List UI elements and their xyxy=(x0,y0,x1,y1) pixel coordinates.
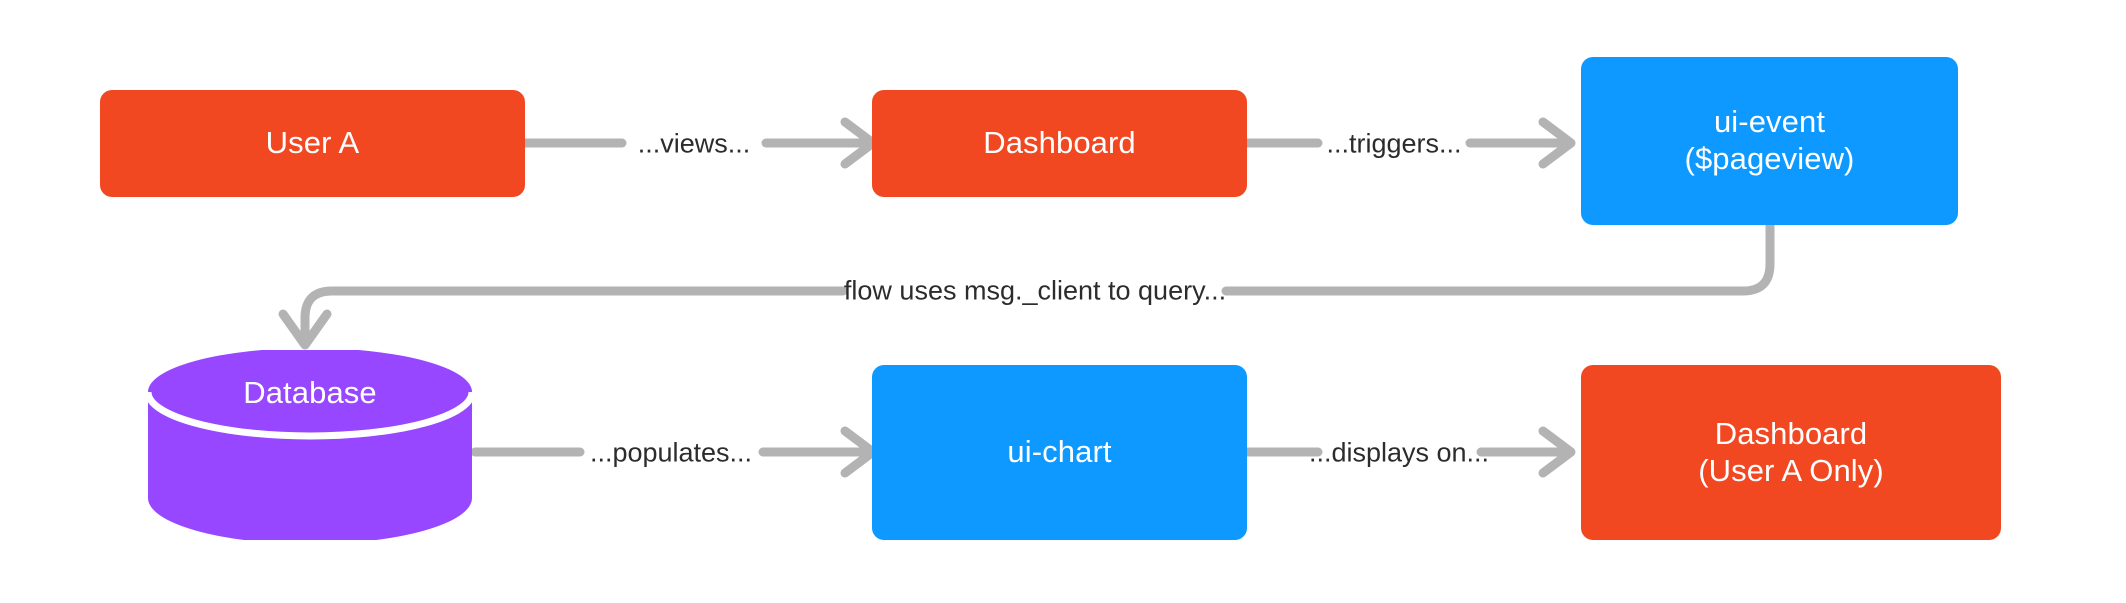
edge-label-populates: ...populates... xyxy=(589,437,753,468)
node-user-a-label: User A xyxy=(265,125,360,161)
node-ui-event-label: ui-event xyxy=(1713,104,1826,140)
node-ui-event-sublabel: ($pageview) xyxy=(1684,141,1855,176)
node-database-label: Database xyxy=(243,375,377,410)
edge-displays xyxy=(1242,426,1576,478)
node-ui-chart-label: ui-chart xyxy=(1007,434,1112,470)
edge-triggers xyxy=(1242,117,1576,169)
edge-label-query: flow uses msg._client to query... xyxy=(843,275,1227,306)
database-cylinder-icon xyxy=(144,348,476,544)
edge-label-triggers: ...triggers... xyxy=(1326,128,1462,159)
edge-query xyxy=(278,220,1775,350)
node-dashboard-top-label: Dashboard xyxy=(983,125,1136,161)
node-dashboard-top[interactable]: Dashboard xyxy=(872,90,1247,197)
node-ui-event[interactable]: ui-event ($pageview) xyxy=(1581,57,1958,225)
node-dashboard-bottom-label: Dashboard xyxy=(1714,415,1868,451)
node-dashboard-bottom[interactable]: Dashboard (User A Only) xyxy=(1581,365,2001,540)
node-ui-chart[interactable]: ui-chart xyxy=(872,365,1247,540)
node-user-a[interactable]: User A xyxy=(100,90,525,197)
edge-label-views: ...views... xyxy=(637,128,751,159)
node-database[interactable]: Database xyxy=(144,348,476,544)
node-dashboard-bottom-sublabel: (User A Only) xyxy=(1698,452,1884,488)
edge-label-displays: ...displays on... xyxy=(1308,437,1490,468)
